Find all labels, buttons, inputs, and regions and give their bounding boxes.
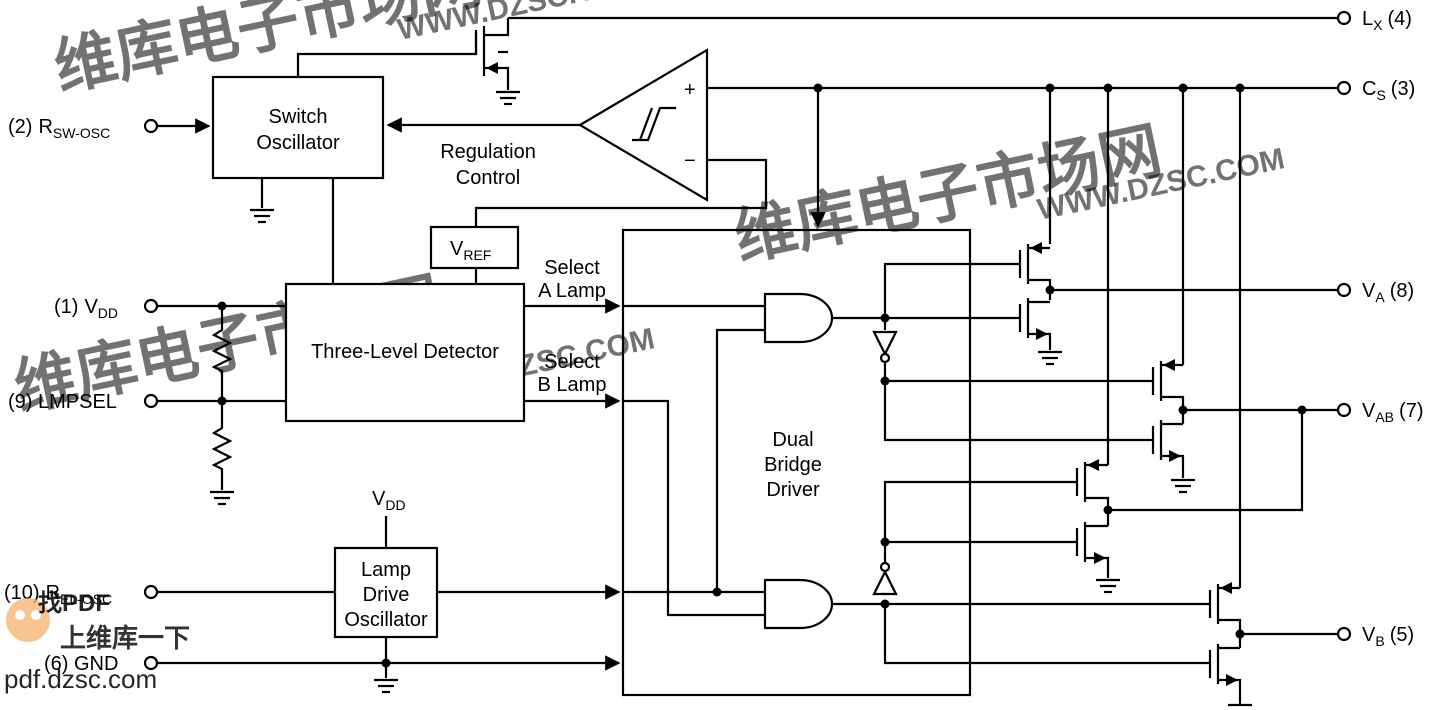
select-a-label-2: A Lamp xyxy=(538,280,606,302)
bridge-transistors-ab-upper xyxy=(1151,359,1185,478)
watermark-url-1: WWW.DZSC.COM xyxy=(395,0,648,47)
switch-osc-label-1: Switch xyxy=(269,106,328,128)
label-rsw: (2)RSW-OSC xyxy=(8,116,110,141)
junction-dots xyxy=(217,83,1307,668)
bridge-label-2: Bridge xyxy=(764,454,822,476)
inverter-a xyxy=(872,330,898,364)
pin-lx xyxy=(1336,10,1352,26)
wiring xyxy=(158,16,1338,678)
ground-icon xyxy=(208,490,236,506)
comparator-minus: − xyxy=(684,150,696,172)
bridge-label-3: Driver xyxy=(766,479,820,501)
bridge-transistors-b xyxy=(1208,582,1242,704)
ground-icon xyxy=(1094,578,1122,594)
vref-label: VREF xyxy=(450,238,491,263)
inverter-b xyxy=(872,561,898,596)
logo-url: pdf.dzsc.com xyxy=(4,664,157,694)
label-gnd: (6) GND xyxy=(44,653,118,675)
pin-vb xyxy=(1336,626,1352,642)
select-b-label-1: Select xyxy=(544,351,600,373)
switch-oscillator-block xyxy=(211,75,385,180)
logo-line-1: 找PDF xyxy=(38,590,110,617)
lamp-osc-label-2: Drive xyxy=(363,584,410,606)
regulation-label-1: Regulation xyxy=(440,141,536,163)
bridge-transistors-a xyxy=(1018,242,1052,350)
pin-vdd xyxy=(143,298,159,314)
label-va: VA(8) xyxy=(1362,280,1414,305)
logo-watermark: 找PDF 上维库一下 pdf.dzsc.com xyxy=(4,590,190,694)
ground-icon xyxy=(248,208,276,224)
label-cs: CS(3) xyxy=(1362,78,1415,103)
comparator xyxy=(577,48,709,202)
three-level-label: Three-Level Detector xyxy=(311,341,499,363)
lamp-osc-label-3: Oscillator xyxy=(344,609,428,631)
pin-gnd xyxy=(143,655,159,671)
watermark: 维库电子市场网 维库电子市场网 维库电子市场网 WWW.DZSC.COM WWW… xyxy=(9,0,1288,424)
pin-vab xyxy=(1336,402,1352,418)
select-a-label-1: Select xyxy=(544,257,600,279)
ground-icon xyxy=(1036,350,1064,366)
ground-icon xyxy=(494,90,522,106)
label-vab: VAB(7) xyxy=(1362,400,1423,425)
label-lmpsel: (9) LMPSEL xyxy=(8,391,117,413)
label-lx: LX(4) xyxy=(1362,8,1412,33)
vref-block xyxy=(429,225,520,270)
ground-icon xyxy=(372,678,400,694)
dual-bridge-driver-block xyxy=(621,228,972,697)
label-vdd: (1)VDD xyxy=(54,296,118,321)
logo-line-2: 上维库一下 xyxy=(60,623,190,653)
regulation-label-2: Control xyxy=(456,167,520,189)
comparator-plus: + xyxy=(684,79,696,101)
pin-rel xyxy=(143,584,159,600)
pin-lmpsel xyxy=(143,393,159,409)
and-gate-a xyxy=(763,292,834,344)
pin-va xyxy=(1336,282,1352,298)
select-b-label-2: B Lamp xyxy=(538,374,607,396)
and-gate-b xyxy=(763,578,834,630)
pin-rsw xyxy=(143,118,159,134)
vdd-supply-label: VDD xyxy=(372,488,406,513)
bridge-transistors-ab-lower xyxy=(1075,459,1110,578)
switch-osc-label-2: Oscillator xyxy=(256,132,340,154)
bridge-label-1: Dual xyxy=(772,429,813,451)
hysteresis-icon xyxy=(632,106,676,142)
lamp-osc-label-1: Lamp xyxy=(361,559,411,581)
ground-icon xyxy=(1169,478,1197,494)
label-vb: VB(5) xyxy=(1362,624,1414,649)
three-level-detector-block xyxy=(284,282,526,423)
pin-cs xyxy=(1336,80,1352,96)
